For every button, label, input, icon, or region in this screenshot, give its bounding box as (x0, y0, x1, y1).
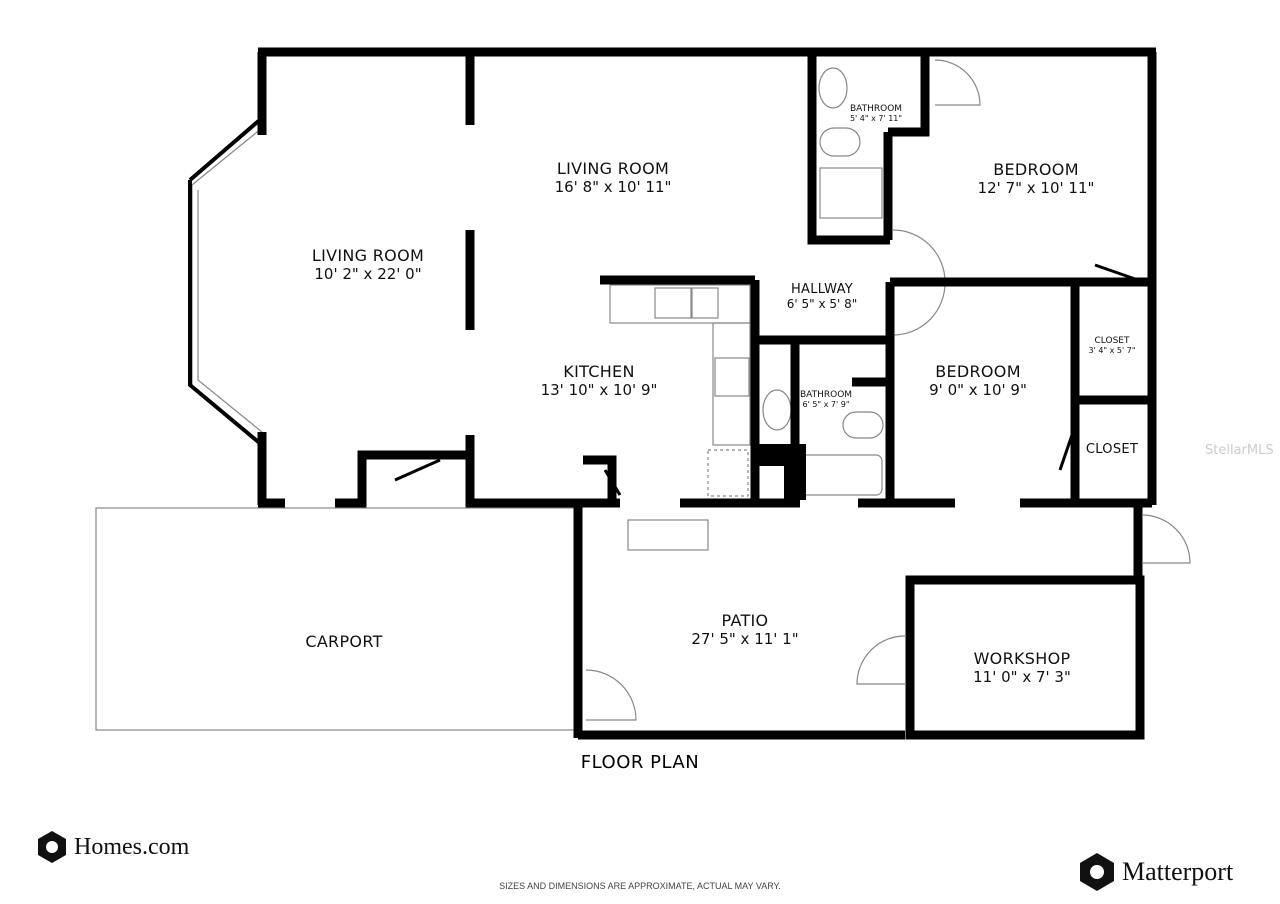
room-dims: 13' 10" x 10' 9" (540, 381, 658, 399)
floor-plan-title: FLOOR PLAN (580, 752, 700, 773)
room-dims: 6' 5" x 5' 8" (786, 297, 858, 311)
room-dims: 12' 7" x 10' 11" (977, 179, 1095, 197)
homes-logo-icon (38, 831, 66, 863)
room-dims: 6' 5" x 7' 9" (802, 400, 850, 409)
room-name: CARPORT (305, 632, 383, 651)
room-name: KITCHEN (563, 362, 635, 381)
room-name: WORKSHOP (973, 649, 1071, 668)
matterport-logo-icon (1080, 853, 1114, 891)
walls (188, 47, 1157, 740)
carport-outline (95, 507, 579, 731)
room-name: CLOSET (1094, 336, 1130, 346)
homes-logo-text: Homes.com (74, 833, 190, 860)
room-name: BEDROOM (993, 160, 1079, 179)
room-name: LIVING ROOM (556, 159, 670, 178)
room-dims: 16' 8" x 10' 11" (554, 178, 672, 196)
room-name: CLOSET (1085, 442, 1139, 457)
room-name: BATHROOM (849, 104, 903, 114)
matterport-logo-text: Matterport (1122, 857, 1234, 886)
homes-logo: Homes.com (36, 830, 189, 864)
matterport-logo: Matterport (1078, 852, 1233, 892)
room-dims: 27' 5" x 11' 1" (691, 630, 799, 648)
room-name: PATIO (721, 611, 769, 630)
room-name: HALLWAY (790, 282, 854, 297)
room-dims: 5' 4" x 7' 11" (849, 114, 903, 123)
room-dims: 10' 2" x 22' 0" (314, 265, 422, 283)
room-dims: 11' 0" x 7' 3" (973, 668, 1071, 686)
room-name: BEDROOM (935, 362, 1021, 381)
room-label-carport: CARPORT (305, 632, 382, 651)
room-dims: 3' 4" x 5' 7" (1088, 346, 1136, 355)
room-name: LIVING ROOM (311, 246, 425, 265)
room-label-closet-2: CLOSET (1086, 442, 1138, 457)
room-name: BATHROOM (799, 390, 853, 400)
disclaimer: SIZES AND DIMENSIONS ARE APPROXIMATE, AC… (499, 881, 781, 891)
room-dims: 9' 0" x 10' 9" (929, 381, 1027, 399)
watermark: StellarMLS (1205, 443, 1274, 458)
